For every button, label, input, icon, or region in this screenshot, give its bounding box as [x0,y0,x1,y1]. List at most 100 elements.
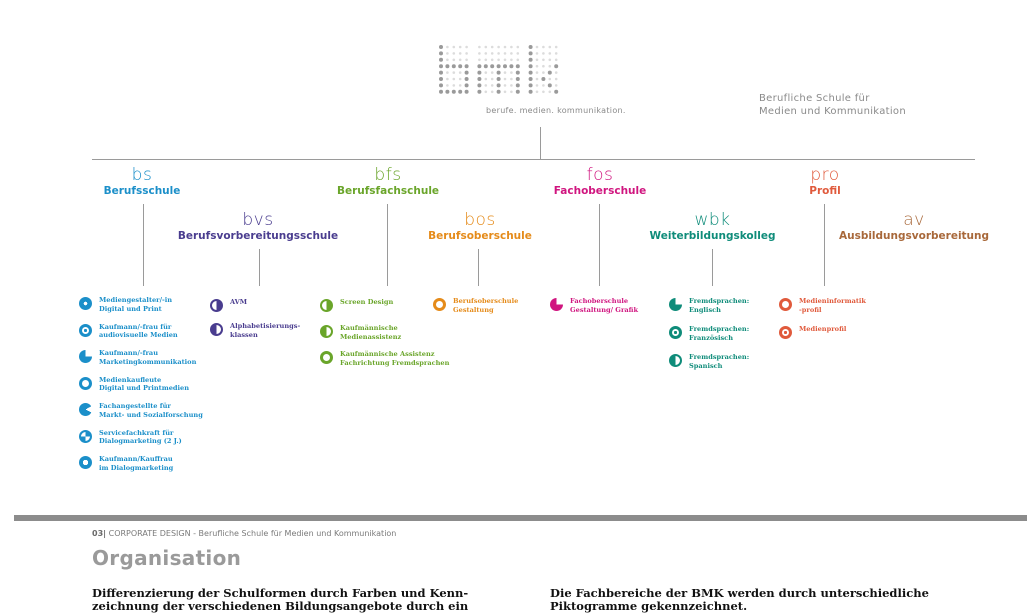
program-label-line-2: Marketingkommunikation [99,357,197,366]
school-title: Profil [809,185,841,197]
school-title: Fachoberschule [553,185,647,197]
logo-dot [510,71,513,74]
logo-dot [503,84,507,87]
school-abbr: bvs [242,210,274,230]
logo-dot [554,64,559,69]
wedge-pictogram-icon [79,350,92,363]
logo-dot [516,45,520,49]
school-title: Weiterbildungskolleg [649,230,776,242]
logo-dot [516,58,520,62]
logo-dot [464,77,469,81]
logo-dot [458,58,462,62]
logo-dot [439,77,443,81]
logo-dot [503,52,507,55]
program-label-line-1: Kaufmännische Assistenz [340,350,435,358]
right-paragraph-line-2: Piktogramme gekennzeichnet. [550,599,748,613]
logo-dot [528,45,533,49]
school-title: Berufsvorbereitungsschule [177,230,339,242]
logo-dot [439,57,443,62]
program-label-line-1: Fremdsprachen: [689,353,750,361]
school-name-line-1: Berufliche Schule für [759,93,870,104]
right-paragraph-line-1: Die Fachbereiche der BMK werden durch un… [550,586,929,600]
logo-dot [490,77,494,81]
program-label-line-1: Medieninformatik [799,297,866,305]
logo-dot [452,77,456,81]
logo-dot [484,45,488,49]
logo-dot [548,90,552,94]
program-item-pro: Medienprofil [779,325,846,339]
logo-dot [477,83,482,88]
logo-dot [497,58,500,62]
logo-dot [554,71,558,74]
logo-dot [490,90,494,94]
logo-dot [542,52,545,55]
connector-wbk [712,249,713,286]
program-label-line-1: Kaufmann/Kauffrau [99,455,173,463]
logo-dot [477,89,482,94]
school-title: Berufsoberschule [428,230,532,242]
program-label-line-2: -profil [799,305,822,314]
school-abbr: fos [586,165,614,185]
school-abbr: av [903,210,925,230]
logo-dot [452,45,456,49]
logo-dot [496,83,501,88]
program-label: Fremdsprachen:Englisch [689,297,749,314]
logo-dot [542,84,545,87]
program-label-line-1: Berufsoberschule [453,297,519,305]
logo-dot [542,71,545,74]
logo-dot [451,64,456,69]
program-label: Fremdsprachen:Französisch [689,325,749,342]
connector-bvs [259,249,260,286]
program-label-line-2: Gestaltung/ Grafik [570,305,639,314]
logo-dot [535,84,539,87]
logo-dot [439,83,443,88]
program-label-line-1: Servicefachkraft für [99,428,174,437]
ring-pictogram-icon [433,298,446,311]
logo-dot [490,71,494,74]
org-top-line [92,159,975,160]
logo-dot [528,77,533,81]
program-label-line-2: klassen [230,330,258,339]
logo-dot [503,64,507,69]
school-name: Berufliche Schule für Medien und Kommuni… [759,92,906,118]
logo-dot [446,58,449,62]
logo-dot [465,52,468,55]
program-item-wbk: Fremdsprachen:Französisch [669,325,749,342]
dot-pictogram-icon [79,323,92,337]
program-label-line-2: Fachrichtung Fremdsprachen [340,358,450,367]
connector-fos [599,204,600,286]
logo-dot [554,45,558,49]
school-title: Berufsfachschule [336,185,440,197]
program-label-line-2: Digital und Print [99,304,162,313]
logo-dot [439,45,443,49]
logo-dot [535,58,539,62]
program-item-bfs: Screen Design [320,298,393,312]
left-paragraph-line-2: zeichnung der verschiedenen Bildungsange… [92,599,469,613]
logo-dot [548,64,552,68]
logo-dot [477,70,482,75]
half-left-pictogram-icon [210,299,223,312]
logo-dot [464,64,469,69]
logo-dot [446,45,449,49]
logo-dot [490,58,494,62]
program-label: Screen Design [340,298,393,307]
program-item-bvs: Alphabetisierungs-klassen [210,322,300,339]
dot-pictogram-icon [669,326,682,339]
connector-bfs [387,204,388,286]
logo-dot [515,70,520,75]
program-label: Medieninformatik-profil [799,297,866,314]
logo-dot [554,58,558,62]
logo-dot [535,71,539,74]
logo-dot [496,64,501,69]
school-bs: bs Berufsschule [92,165,192,197]
logo-dot [510,58,513,62]
